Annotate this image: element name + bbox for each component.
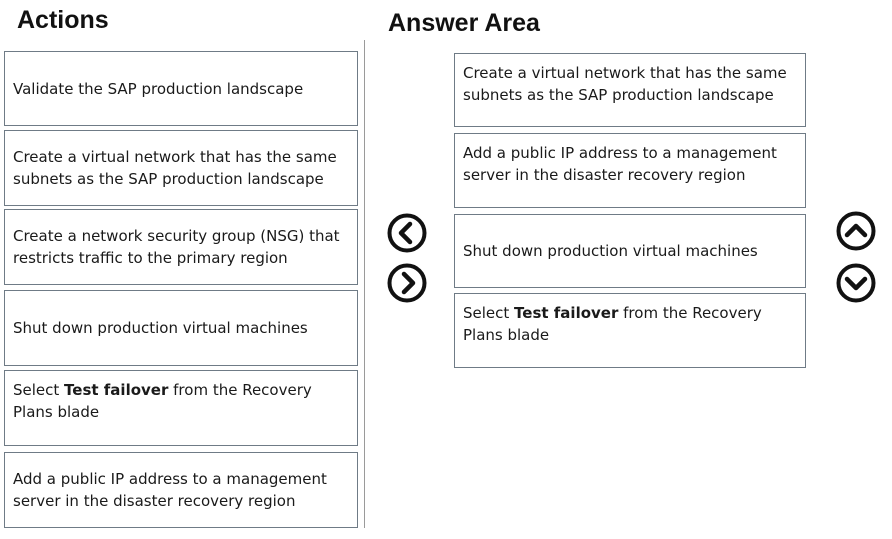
action-item-label: Select Test failover from the Recovery P…: [13, 381, 312, 421]
move-left-button[interactable]: [387, 213, 427, 253]
answer-item-label: Add a public IP address to a management …: [463, 144, 777, 184]
action-item-create-virtual-network[interactable]: Create a virtual network that has the sa…: [4, 130, 358, 206]
answer-area-heading: Answer Area: [388, 9, 540, 37]
action-item-select-test-failover[interactable]: Select Test failover from the Recovery P…: [4, 370, 358, 446]
chevron-left-circle-icon: [387, 213, 427, 253]
move-right-button[interactable]: [387, 263, 427, 303]
chevron-right-circle-icon: [387, 263, 427, 303]
action-item-label: Create a virtual network that has the sa…: [13, 148, 337, 188]
move-down-button[interactable]: [836, 263, 876, 303]
answer-item-add-public-ip[interactable]: Add a public IP address to a management …: [454, 133, 806, 208]
answer-item-label: Select Test failover from the Recovery P…: [463, 304, 762, 344]
action-item-create-nsg[interactable]: Create a network security group (NSG) th…: [4, 209, 358, 285]
action-item-label: Shut down production virtual machines: [13, 319, 308, 337]
answer-item-select-test-failover[interactable]: Select Test failover from the Recovery P…: [454, 293, 806, 368]
action-item-shut-down-vms[interactable]: Shut down production virtual machines: [4, 290, 358, 366]
actions-heading: Actions: [17, 6, 109, 34]
action-item-label: Create a network security group (NSG) th…: [13, 227, 340, 267]
answer-item-shut-down-vms[interactable]: Shut down production virtual machines: [454, 214, 806, 288]
action-item-label: Validate the SAP production landscape: [13, 79, 304, 98]
action-item-label: Add a public IP address to a management …: [13, 470, 327, 510]
chevron-down-circle-icon: [836, 263, 876, 303]
action-item-validate-sap-landscape[interactable]: Validate the SAP production landscape: [4, 51, 358, 126]
answer-item-create-virtual-network[interactable]: Create a virtual network that has the sa…: [454, 53, 806, 127]
action-item-add-public-ip[interactable]: Add a public IP address to a management …: [4, 452, 358, 528]
column-divider: [364, 40, 365, 528]
answer-item-label: Shut down production virtual machines: [463, 242, 758, 260]
move-up-button[interactable]: [836, 211, 876, 251]
chevron-up-circle-icon: [836, 211, 876, 251]
answer-item-label: Create a virtual network that has the sa…: [463, 64, 787, 104]
